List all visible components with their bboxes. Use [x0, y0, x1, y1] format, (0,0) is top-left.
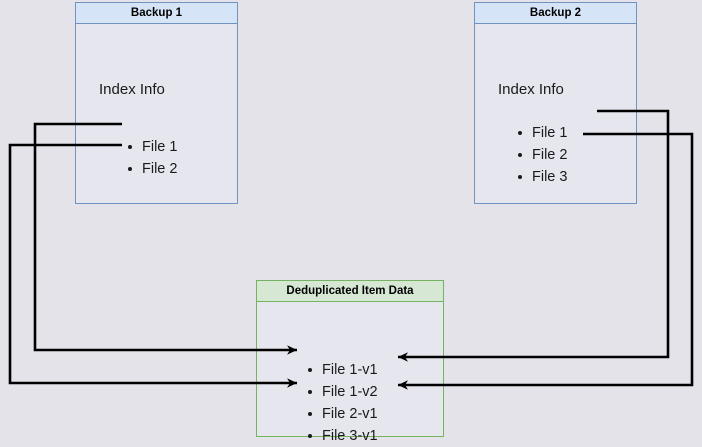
backup-2-file-list: File 1 File 2 File 3: [517, 122, 567, 188]
backup-2-index-info-label: Index Info: [498, 81, 564, 98]
list-item: File 1: [517, 122, 567, 144]
list-item: File 3-v1: [307, 425, 378, 447]
node-backup-1-body: Index Info File 1 File 2: [75, 24, 238, 204]
node-deduplicated-item-data-body: File 1-v1 File 1-v2 File 2-v1 File 3-v1: [256, 302, 444, 444]
node-backup-2[interactable]: Backup 2 Index Info File 1 File 2 File 3: [474, 2, 637, 204]
list-item: File 3: [517, 166, 567, 188]
node-backup-2-header: Backup 2: [474, 2, 637, 24]
node-backup-1-header: Backup 1: [75, 2, 238, 24]
node-deduplicated-item-data-header: Deduplicated Item Data: [256, 280, 444, 302]
backup-1-file-list: File 1 File 2: [127, 136, 177, 180]
list-item: File 2: [517, 144, 567, 166]
dedup-file-list: File 1-v1 File 1-v2 File 2-v1 File 3-v1: [307, 359, 378, 447]
node-deduplicated-item-data[interactable]: Deduplicated Item Data File 1-v1 File 1-…: [256, 280, 444, 444]
node-backup-1[interactable]: Backup 1 Index Info File 1 File 2: [75, 2, 238, 204]
list-item: File 2: [127, 158, 177, 180]
list-item: File 1: [127, 136, 177, 158]
backup-1-index-info-label: Index Info: [99, 81, 165, 98]
list-item: File 1-v2: [307, 381, 378, 403]
list-item: File 2-v1: [307, 403, 378, 425]
node-backup-2-body: Index Info File 1 File 2 File 3: [474, 24, 637, 204]
list-item: File 1-v1: [307, 359, 378, 381]
